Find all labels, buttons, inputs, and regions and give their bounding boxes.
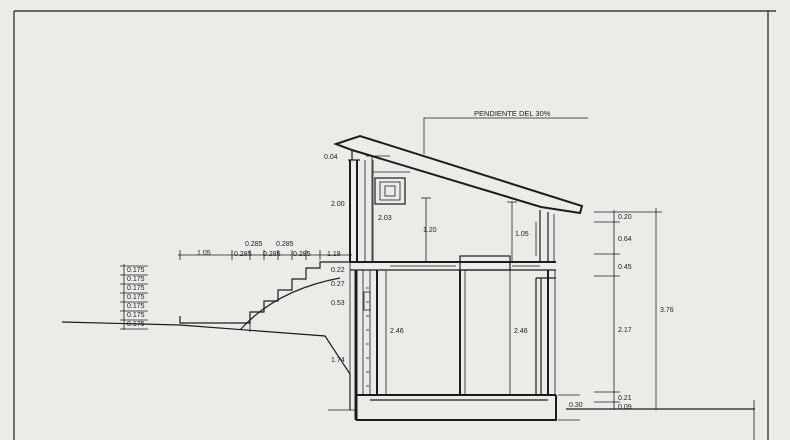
upper-walls [349,160,555,262]
lower-dimensions [349,262,580,421]
window-strip [363,287,371,387]
tread-dim: 0.285 [276,241,294,248]
dim-0-22: 0.22 [331,267,345,274]
roof-slope-note: PENDIENTE DEL 30% [423,109,588,154]
right-dim-labels: 0.20 0.64 0.45 2.17 0.21 0.09 3.76 [618,214,674,411]
dim-2-00: 2.00 [331,201,345,208]
riser-dim: 0.175 [127,285,145,292]
tread-labels: 1.05 0.285 0.285 0.285 0.285 0.285 1.18 [197,241,341,258]
exterior-stairs [179,261,350,332]
vent-box [373,171,410,205]
riser-dim: 0.175 [127,303,145,310]
riser-dim: 0.175 [127,321,145,328]
tread-dim: 0.285 [263,251,281,258]
riser-dim: 0.175 [127,276,145,283]
right-dimension-chain [594,208,662,410]
stair-riser-ladder [120,264,148,330]
mid-floor-slab [350,255,556,271]
landing-dim: 1.05 [197,250,211,257]
dim-2-46-left: 2.46 [390,328,404,335]
dim-1-05: 1.05 [515,231,529,238]
tread-dim: 0.285 [293,251,311,258]
tread-dimension-line [178,250,352,260]
riser-labels: 0.175 0.175 0.175 0.175 0.175 0.175 0.17… [127,267,145,328]
riser-dim: 0.175 [127,294,145,301]
lower-dim-labels: 0.22 0.27 0.53 1.74 2.46 2.46 0.30 [331,267,583,409]
dim-2-46-right: 2.46 [514,328,528,335]
upper-dimensions [366,155,517,262]
dim-0-20: 0.20 [618,214,632,221]
dim-1-74: 1.74 [331,357,345,364]
tread-dim: 0.285 [245,241,263,248]
step-dim: 1.18 [327,251,341,258]
tread-dim: 0.285 [234,251,252,258]
dim-0-04: 0.04 [324,154,338,161]
dim-0-09: 0.09 [618,404,632,411]
slope-note-text: PENDIENTE DEL 30% [474,109,551,118]
riser-dim: 0.175 [127,312,145,319]
dim-0-53: 0.53 [331,300,345,307]
dim-1-20: 1.20 [423,227,437,234]
dim-3-76-total: 3.76 [660,307,674,314]
dim-2-03: 2.03 [378,215,392,222]
upper-dim-labels: 0.04 2.00 2.03 1.20 1.05 [324,154,529,238]
dim-0-27: 0.27 [331,281,345,288]
dim-0-21: 0.21 [618,395,632,402]
dim-0-45: 0.45 [618,264,632,271]
dim-0-64: 0.64 [618,236,632,243]
riser-dim: 0.175 [127,267,145,274]
dim-0-30: 0.30 [569,402,583,409]
dim-2-17: 2.17 [618,327,632,334]
foundation [328,394,557,421]
drawing-frame [13,10,776,440]
